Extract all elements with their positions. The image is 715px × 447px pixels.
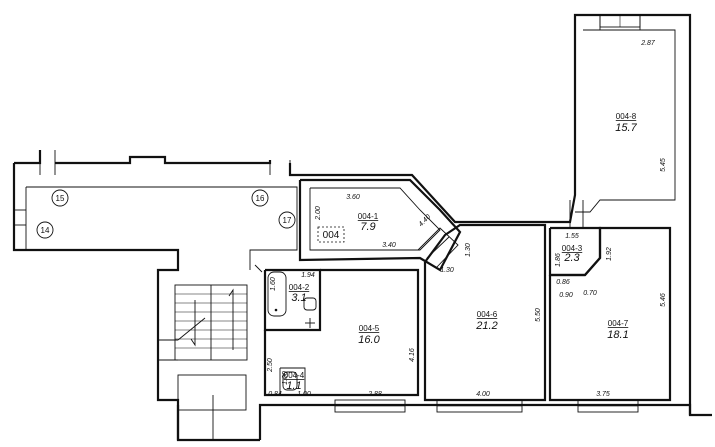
room-id-004-1: 004-1 [358,212,379,221]
dimension-labels: 2.87 5.45 3.60 4.40 2.00 3.40 1.30 1.30 … [267,40,667,398]
axis-markers: 15 16 17 14 [36,189,296,239]
dim-label: 2.00 [315,206,322,221]
dim-label: 1.60 [270,277,277,291]
room-area-004-8: 15.7 [615,122,637,134]
axis-label-15: 15 [56,194,65,203]
axis-label-16: 16 [256,194,265,203]
room-id-004-8: 004-8 [616,112,637,121]
dim-label: 5.50 [535,308,542,322]
room-id-004-3: 004-3 [562,244,583,253]
dim-label: 1.86 [555,253,562,267]
room-area-004-4: 1.1 [286,380,301,392]
dim-label: 1.00 [297,391,311,398]
dim-label: 5.46 [660,293,667,307]
dim-label: 2.87 [640,40,656,47]
room-area-004-1: 7.9 [360,221,375,233]
flat-number-box [317,226,345,243]
axis-label-17: 17 [283,216,292,225]
dim-label: 4.16 [409,348,416,362]
room-labels: 004-1 7.9 004-2 3.1 004-3 2.3 004-4 1.1 … [284,112,638,392]
dim-label: 1.30 [440,267,454,274]
dim-label: 0.84 [268,391,282,398]
room-id-004-5: 004-5 [359,324,380,333]
dim-label: 3.60 [346,194,360,201]
dim-label: 0.90 [559,292,573,299]
windows [14,14,641,413]
dim-label: 1.94 [301,272,315,279]
dim-label: 3.40 [382,242,396,249]
dim-label: 1.92 [606,247,613,261]
room-area-004-2: 3.1 [291,292,306,304]
room-area-004-7: 18.1 [607,329,628,341]
dim-label: 5.45 [660,158,667,172]
room-area-004-3: 2.3 [563,252,580,264]
walls [12,13,712,442]
bathroom-fixtures [254,264,317,391]
axis-marker-17 [278,211,296,229]
room-area-004-6: 21.2 [475,320,497,332]
dim-label: 0.86 [556,279,570,286]
dim-label: 4.00 [476,391,490,398]
dim-label: 3.75 [596,391,610,398]
dim-label: 2.88 [367,391,382,398]
axis-marker-14 [36,221,54,239]
axis-marker-15 [51,189,69,207]
axis-label-14: 14 [41,226,50,235]
dim-label: 1.00 [282,371,289,385]
room-id-004-2: 004-2 [289,283,310,292]
room-id-004-4: 004-4 [284,371,305,380]
dim-label: 0.70 [583,290,597,297]
dim-label: 2.50 [267,358,274,373]
staircase [174,284,248,440]
room-id-004-6: 004-6 [477,310,498,319]
room-id-004-7: 004-7 [608,319,629,328]
dim-label: 1.55 [565,233,579,240]
room-area-004-5: 16.0 [358,334,380,346]
axis-marker-16 [251,189,269,207]
flat-number: 004 [323,230,340,241]
dim-label: 4.40 [418,214,433,229]
dim-label: 1.30 [465,243,472,257]
